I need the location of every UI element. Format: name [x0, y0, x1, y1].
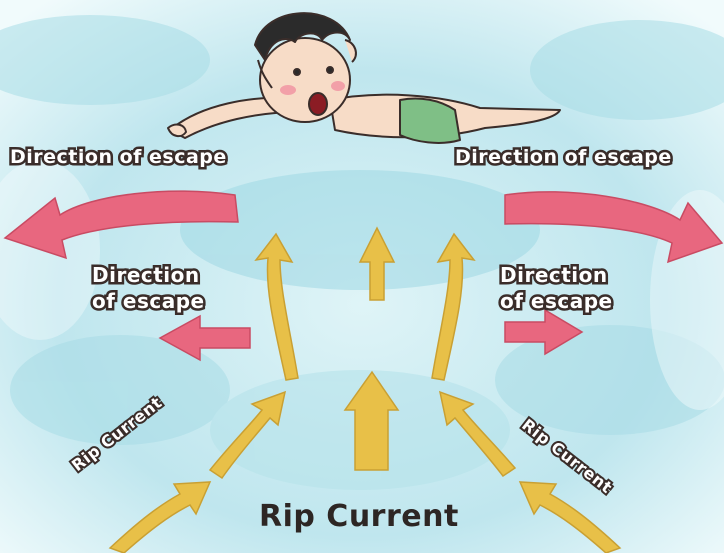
diagram-title: Rip Current: [259, 499, 459, 534]
escape-label-top-left: Direction of escape: [10, 146, 227, 168]
escape-label-mid-right-line1: Direction: [500, 262, 613, 288]
escape-label-mid-right-line2: of escape: [500, 288, 613, 314]
escape-label-mid-left-line1: Direction: [92, 262, 205, 288]
escape-label-mid-left: Direction of escape: [92, 262, 205, 314]
escape-label-mid-left-line2: of escape: [92, 288, 205, 314]
escape-label-mid-right: Direction of escape: [500, 262, 613, 314]
escape-label-top-right: Direction of escape: [455, 146, 672, 168]
